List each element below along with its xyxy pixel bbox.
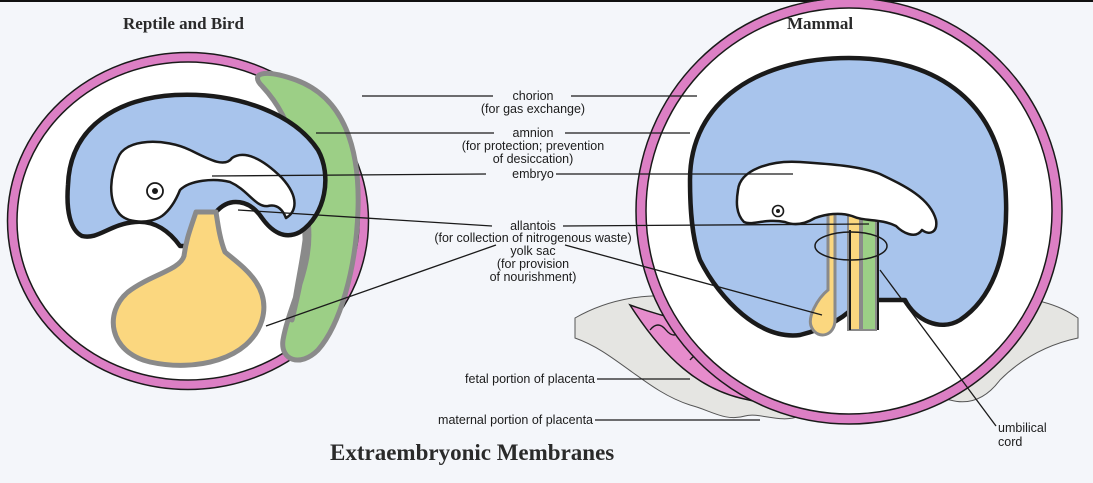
label-cord: cord (998, 436, 1078, 449)
heading-reptile-bird: Reptile and Bird (123, 14, 244, 34)
heading-extraembryonic-membranes: Extraembryonic Membranes (330, 440, 614, 466)
label-amnion-note-2: of desiccation) (418, 153, 648, 166)
mammal-embryo (575, 0, 1078, 424)
reptile-bird-egg (8, 53, 369, 390)
label-maternal-placenta: maternal portion of placenta (300, 414, 593, 427)
egg-embryo-pupil (152, 188, 158, 194)
mammal-embryo-pupil (776, 209, 780, 213)
label-chorion-note: (for gas exchange) (453, 103, 613, 116)
label-fetal-placenta: fetal portion of placenta (340, 373, 595, 386)
label-embryo: embryo (483, 168, 583, 181)
label-umbilical: umbilical (998, 422, 1078, 435)
label-yolk-sac-note-2: of nourishment) (443, 271, 623, 284)
heading-mammal: Mammal (787, 14, 853, 34)
